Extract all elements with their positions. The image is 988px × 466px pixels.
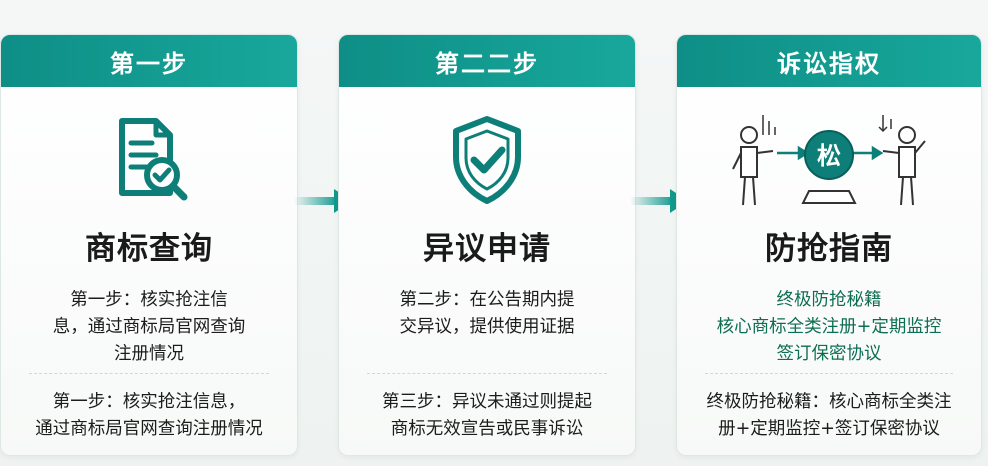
step-description: 第一步：核实抢注信 息，通过商标局官网查询 注册情况 [52,290,246,364]
divider [29,373,269,374]
divider [367,373,607,374]
step-card-query: 第一步 商标查询 第一步：核实抢注信 息，通过商标局官网查询 注册情况 第一步：… [0,34,298,456]
litigation-icon: 松 [732,115,926,206]
step-header: 第一步 [1,35,297,87]
step-title: 商标查询 [85,231,213,267]
step-header: 诉讼指权 [677,35,981,87]
step-summary: 第三步：异议未通过则提起 商标无效宣告或民事诉讼 [382,392,592,439]
shield-check-icon [453,116,521,204]
divider [705,373,953,374]
step-card-opposition: 第二二步 异议申请 第二步：在公告期内提 交异议，提供使用证据 第三步：异议未通… [338,34,636,456]
step-card-litigation: 诉讼指权 [676,34,982,456]
step-header: 第二二步 [339,35,635,87]
step-title: 异议申请 [423,231,551,267]
step-title: 防抢指南 [765,231,893,267]
svg-text:松: 松 [817,142,841,170]
step-summary: 终极防抢秘籍：核心商标全类注 册+定期监控+签订保密协议 [706,392,952,439]
document-search-icon [119,118,188,201]
step-summary: 第一步：核实抢注信息， 通过商标局官网查询注册情况 [35,392,263,439]
step-description: 终极防抢秘籍 核心商标全类注册+定期监控 签订保密协议 [716,290,942,364]
step-description: 第二步：在公告期内提 交异议，提供使用证据 [399,290,575,337]
